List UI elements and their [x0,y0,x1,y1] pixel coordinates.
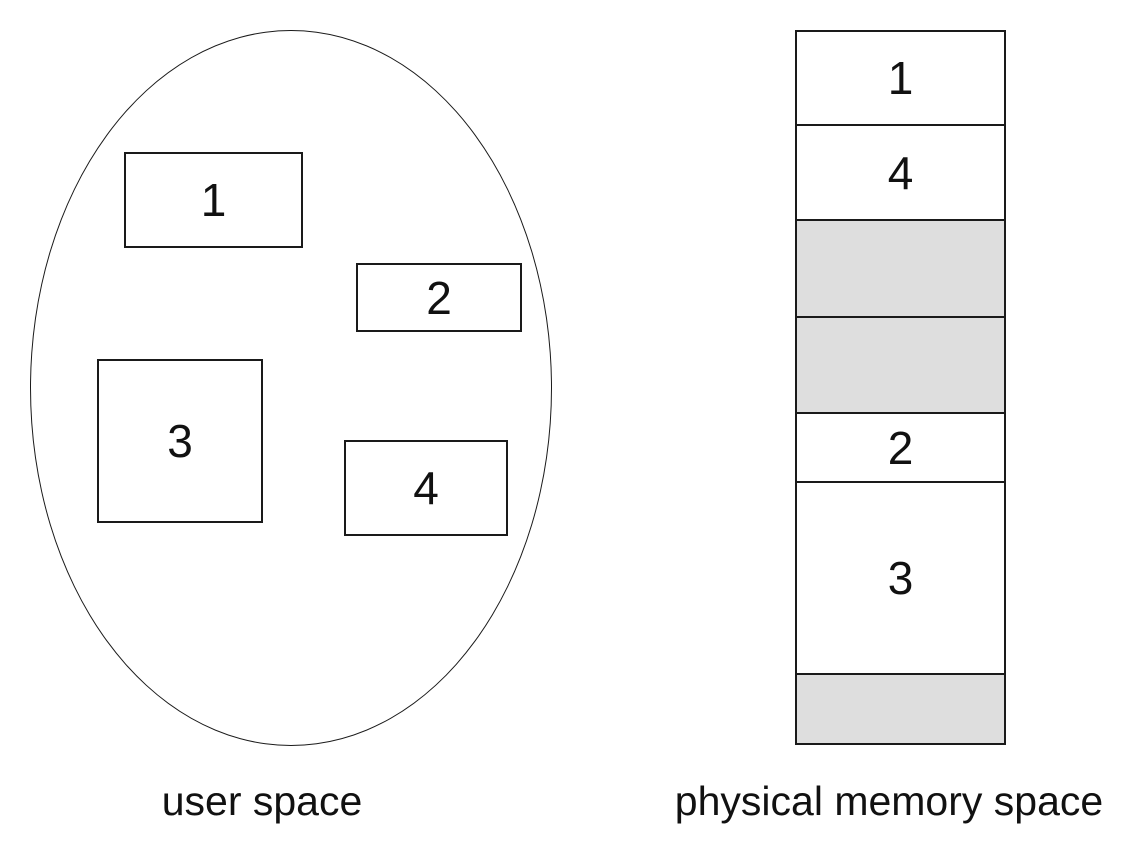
user-segment-label: 2 [426,271,452,324]
memory-segment-label: 4 [887,146,914,199]
user-segment-label: 3 [167,415,193,467]
user-segment-label: 1 [200,174,227,226]
user-segment-box-4: 4 [344,440,508,536]
memory-segment-free [797,675,1004,743]
memory-segment-free [797,221,1004,318]
user-segment-box-1: 1 [124,152,303,248]
memory-segment-3: 3 [797,483,1004,675]
memory-segment-label: 1 [887,52,914,104]
user-segment-label: 4 [413,462,439,514]
physical-memory-caption: physical memory space [674,778,1104,824]
memory-segment-1: 1 [797,32,1004,126]
user-segment-box-2: 2 [356,263,522,332]
user-segment-box-3: 3 [97,359,263,523]
memory-segment-2: 2 [797,414,1004,483]
memory-segment-label: 3 [887,552,914,604]
user-space-caption: user space [161,778,363,824]
memory-segment-4: 4 [797,126,1004,221]
memory-column: 1 4 2 3 [795,30,1006,745]
memory-segment-free [797,318,1004,414]
memory-segment-label: 2 [887,421,914,474]
